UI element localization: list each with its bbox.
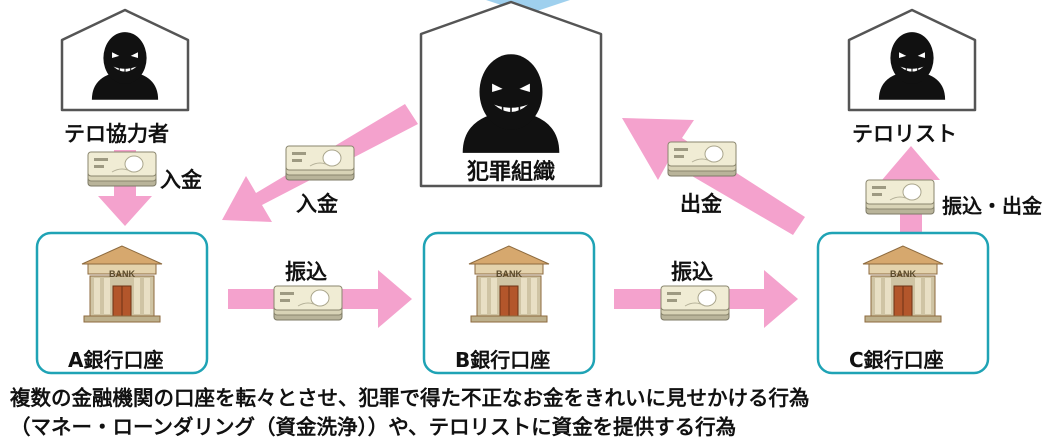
money-stack-org-deposit-icon — [285, 145, 355, 181]
bank-b-sign: BANK — [496, 269, 522, 279]
money-stack-withdraw-icon — [667, 141, 737, 177]
label-terrorist: テロリスト — [852, 122, 957, 146]
label-withdraw: 出金 — [680, 192, 722, 216]
money-stack-terrorist-icon — [865, 179, 935, 215]
label-terror-collaborator: テロ協力者 — [64, 122, 169, 146]
label-deposit-collaborator: 入金 — [160, 168, 202, 192]
label-transfer-a-b: 振込 — [285, 260, 327, 284]
money-stack-b-c-icon — [660, 285, 730, 321]
label-bank-b: B銀行口座 — [455, 348, 551, 372]
caption: 複数の金融機関の口座を転々とさせ、犯罪で得た不正なお金をきれいに見せかける行為 … — [10, 384, 810, 442]
money-stack-collaborator-icon — [87, 151, 157, 187]
label-bank-a: A銀行口座 — [68, 348, 164, 372]
label-deposit-org: 入金 — [296, 192, 338, 216]
label-transfer-b-c: 振込 — [671, 260, 713, 284]
label-criminal-org: 犯罪組織 — [467, 160, 556, 185]
caption-line-1: 複数の金融機関の口座を転々とさせ、犯罪で得た不正なお金をきれいに見せかける行為 — [10, 386, 810, 410]
label-bank-c: C銀行口座 — [849, 348, 944, 372]
caption-line-2: （マネー・ローンダリング（資金洗浄））や、テロリストに資金を提供する行為 — [10, 415, 737, 439]
money-stack-a-b-icon — [273, 285, 343, 321]
arrow-collaborator-to-a — [98, 150, 152, 226]
bank-c-sign: BANK — [890, 269, 916, 279]
bank-a-sign: BANK — [109, 269, 135, 279]
label-transfer-withdraw: 振込・出金 — [942, 194, 1042, 218]
